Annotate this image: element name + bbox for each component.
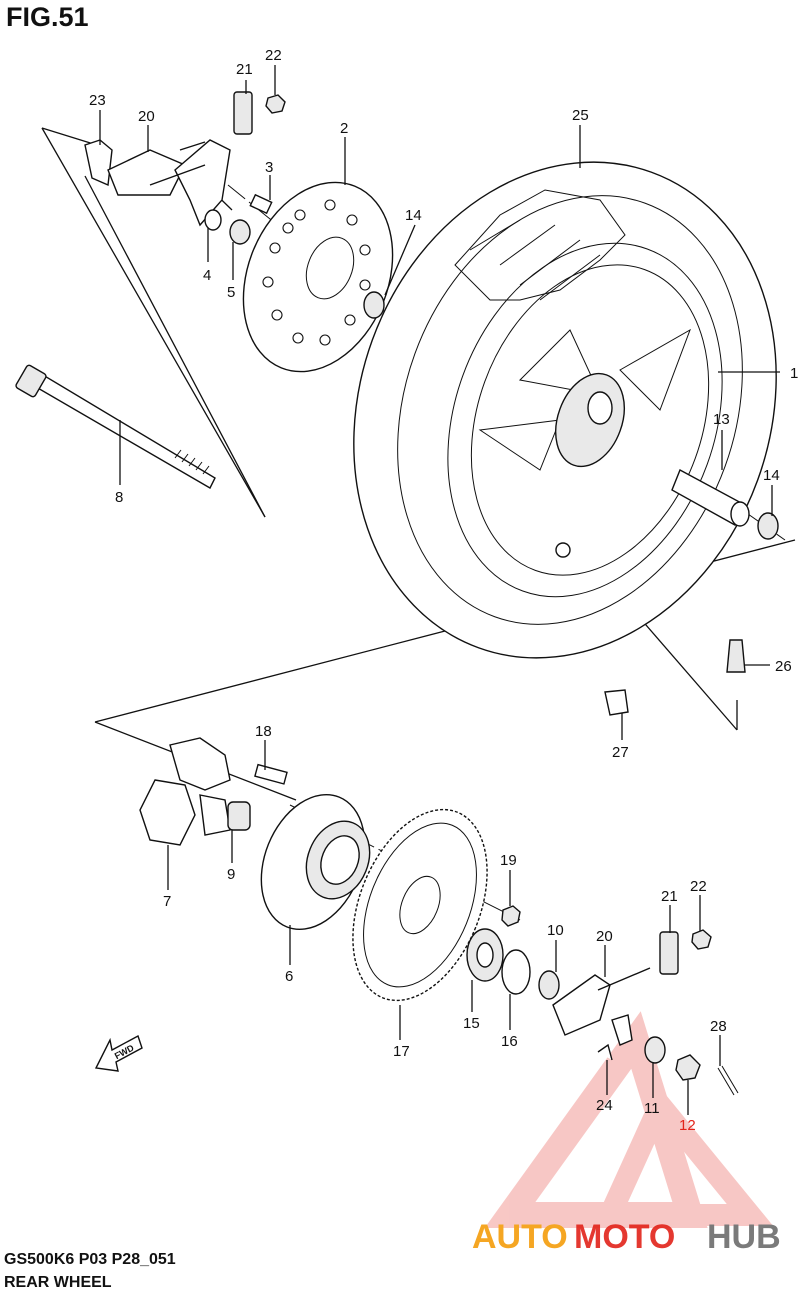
hub-bearings xyxy=(466,905,560,1000)
watermark-auto: AUTO xyxy=(472,1218,568,1256)
callout-3: 3 xyxy=(265,159,273,176)
callout-21-lower: 21 xyxy=(661,888,678,905)
callout-7: 7 xyxy=(163,893,171,910)
figure-title: FIG.51 xyxy=(6,2,89,32)
callout-28: 28 xyxy=(710,1018,727,1035)
callout-18: 18 xyxy=(255,723,272,740)
callout-26: 26 xyxy=(775,658,792,675)
rear-sprocket xyxy=(352,808,488,1002)
sprocket-drum xyxy=(260,793,371,931)
callout-13: 13 xyxy=(713,411,730,428)
callout-23: 23 xyxy=(89,92,106,109)
upper-chain-adjuster xyxy=(84,91,286,231)
callout-17: 17 xyxy=(393,1043,410,1060)
valve-and-clip xyxy=(604,639,746,716)
callout-10: 10 xyxy=(547,922,564,939)
callout-8: 8 xyxy=(115,489,123,506)
callout-labels: 25 2 14 3 4 5 21 22 20 23 8 13 14 1 26 2… xyxy=(89,47,798,1134)
callout-22-upper: 22 xyxy=(265,47,282,64)
callout-24: 24 xyxy=(596,1097,613,1114)
callout-11: 11 xyxy=(644,1100,660,1117)
fwd-arrow-icon: FWD xyxy=(94,1034,143,1072)
wheel-dampers xyxy=(139,737,288,846)
callout-27: 27 xyxy=(612,744,629,761)
footer-code: GS500K6 P03 P28_051 xyxy=(4,1251,176,1268)
callout-2: 2 xyxy=(340,120,348,137)
callout-15: 15 xyxy=(463,1015,480,1032)
callout-21-upper: 21 xyxy=(236,61,253,78)
callout-25: 25 xyxy=(572,107,589,124)
automotohub-logo-icon xyxy=(484,1011,774,1228)
callout-14-upper: 14 xyxy=(405,207,422,224)
watermark-moto: MOTO xyxy=(574,1218,675,1256)
callout-5: 5 xyxy=(227,284,235,301)
callout-20-lower: 20 xyxy=(596,928,613,945)
leader-lines xyxy=(99,65,780,1115)
callout-6: 6 xyxy=(285,968,293,985)
callout-9: 9 xyxy=(227,866,235,883)
lower-chain-adjuster xyxy=(552,929,739,1096)
callout-14-lower: 14 xyxy=(763,467,780,484)
callout-4: 4 xyxy=(203,267,211,284)
footer-name: REAR WHEEL xyxy=(4,1274,112,1291)
watermark-hub: HUB xyxy=(707,1218,781,1256)
callout-20-upper: 20 xyxy=(138,108,155,125)
callout-22-lower: 22 xyxy=(690,878,707,895)
callout-16: 16 xyxy=(501,1033,518,1050)
rear-wheel-assembly xyxy=(353,161,777,659)
axle-spacers xyxy=(229,219,779,540)
rear-axle xyxy=(15,364,216,489)
callout-1: 1 xyxy=(790,365,798,382)
callout-12: 12 xyxy=(679,1117,696,1134)
callout-19: 19 xyxy=(500,852,517,869)
watermark-text: AUTO MOTO HUB xyxy=(472,1218,781,1256)
